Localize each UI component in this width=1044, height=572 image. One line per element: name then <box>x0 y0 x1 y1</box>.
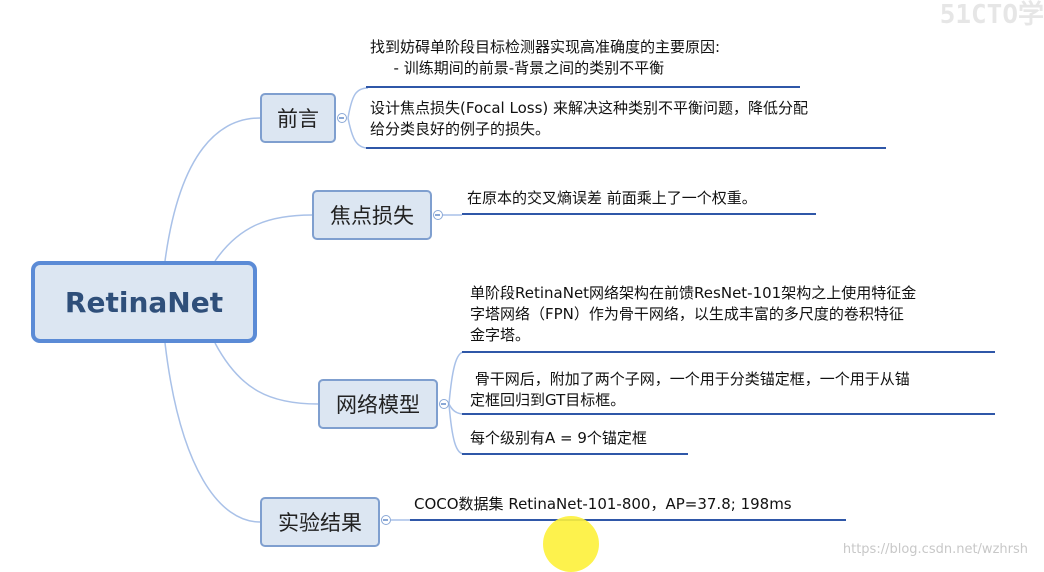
leaf-underline <box>366 147 886 149</box>
leaf-underline <box>462 351 995 353</box>
logo-51cto: 51CTO学 <box>939 0 1044 30</box>
leaf-line: 设计焦点损失(Focal Loss) 来解决这种类别不平衡问题，降低分配 <box>370 99 809 117</box>
root-node-retinanet[interactable]: RetinaNet <box>31 261 257 343</box>
leaf-preface-2: 设计焦点损失(Focal Loss) 来解决这种类别不平衡问题，降低分配 给分类… <box>370 98 808 140</box>
leaf-line: - 训练期间的前景-背景之间的类别不平衡 <box>384 59 665 77</box>
leaf-line: COCO数据集 RetinaNet-101-800，AP=37.8; 198ms <box>414 495 792 513</box>
connector-root-focal-loss <box>214 214 313 262</box>
leaf-line: 给分类良好的例子的损失。 <box>370 120 551 138</box>
branch-node-focal-loss[interactable]: 焦点损失 <box>312 190 432 240</box>
leaf-line: 找到妨碍单阶段目标检测器实现高准确度的主要原因: <box>370 38 721 56</box>
leaf-line: 定框回归到GT目标框。 <box>470 391 626 409</box>
connector-root-preface <box>164 117 261 262</box>
leaf-preface-1: 找到妨碍单阶段目标检测器实现高准确度的主要原因: - 训练期间的前景-背景之间的… <box>370 37 720 79</box>
leaf-line: 字塔网络（FPN）作为骨干网络，以生成丰富的多尺度的卷积特征 <box>470 305 904 323</box>
leaf-line: 骨干网后，附加了两个子网，一个用于分类锚定框，一个用于从锚 <box>470 370 910 388</box>
collapse-toggle-icon[interactable] <box>439 399 449 409</box>
leaf-line: 在原本的交叉熵误差 前面乘上了一个权重。 <box>467 189 757 207</box>
leaf-network-1: 单阶段RetinaNet网络架构在前馈ResNet-101架构之上使用特征金 字… <box>470 283 916 346</box>
connector-network-leaf-1 <box>448 351 465 405</box>
branch-node-preface[interactable]: 前言 <box>260 93 336 143</box>
watermark-url: https://blog.csdn.net/wzhrsh <box>842 542 1028 557</box>
connector-preface-leaf-2 <box>347 117 369 149</box>
leaf-results-1: COCO数据集 RetinaNet-101-800，AP=37.8; 198ms <box>414 494 792 515</box>
leaf-network-3: 每个级别有A = 9个锚定框 <box>470 428 647 449</box>
leaf-underline <box>462 453 688 455</box>
connector-preface-leaf-1 <box>347 87 369 119</box>
connector-root-results <box>164 342 261 523</box>
connector-root-network <box>214 342 319 405</box>
leaf-network-2: 骨干网后，附加了两个子网，一个用于分类锚定框，一个用于从锚 定框回归到GT目标框… <box>470 369 910 411</box>
collapse-toggle-icon[interactable] <box>337 113 347 123</box>
cursor-highlight <box>543 516 599 572</box>
leaf-line: 金字塔。 <box>470 326 531 344</box>
collapse-toggle-icon[interactable] <box>381 515 391 525</box>
collapse-toggle-icon[interactable] <box>433 210 443 220</box>
branch-node-results[interactable]: 实验结果 <box>260 497 380 547</box>
branch-node-network-model[interactable]: 网络模型 <box>318 379 438 429</box>
leaf-line: 单阶段RetinaNet网络架构在前馈ResNet-101架构之上使用特征金 <box>470 284 917 302</box>
leaf-underline <box>410 519 846 521</box>
leaf-focal-loss-1: 在原本的交叉熵误差 前面乘上了一个权重。 <box>467 188 757 209</box>
leaf-line: 每个级别有A = 9个锚定框 <box>470 429 647 447</box>
leaf-underline <box>366 86 800 88</box>
leaf-underline <box>462 213 816 215</box>
leaf-underline <box>462 413 995 415</box>
